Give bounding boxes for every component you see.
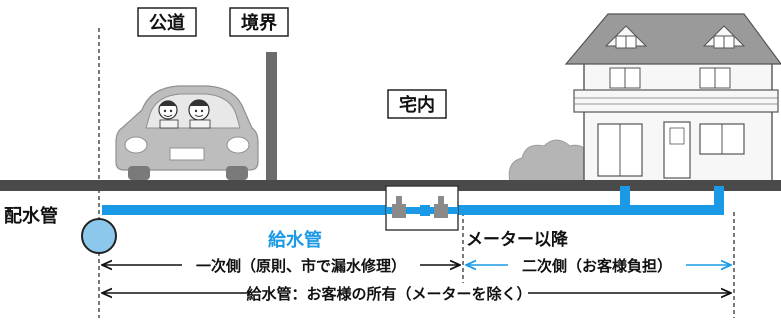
premises-label: 宅内 xyxy=(399,94,435,116)
secondary-side-label: 二次側（お客様負担） xyxy=(522,257,672,275)
house-icon xyxy=(564,13,781,183)
primary-side-label: 一次側（原則、市で漏水修理） xyxy=(196,257,406,275)
boundary-label: 境界 xyxy=(241,12,277,34)
service-pipe-label: 給水管 xyxy=(268,229,322,251)
public-road-label: 公道 xyxy=(149,12,185,34)
after-meter-label: メーター以降 xyxy=(466,229,569,250)
distribution-main-pipe xyxy=(81,218,117,254)
boundary-label-box: 境界 xyxy=(229,7,289,37)
car-icon xyxy=(115,85,259,180)
premises-label-box: 宅内 xyxy=(387,89,447,119)
distribution-main-label: 配水管 xyxy=(4,205,58,227)
ownership-label: 給水管：お客様の所有（メーターを除く） xyxy=(246,285,531,303)
boundary-post xyxy=(266,52,277,182)
public-road-label-box: 公道 xyxy=(137,7,197,37)
service-pipe xyxy=(102,186,724,215)
meter-icon xyxy=(385,185,459,231)
